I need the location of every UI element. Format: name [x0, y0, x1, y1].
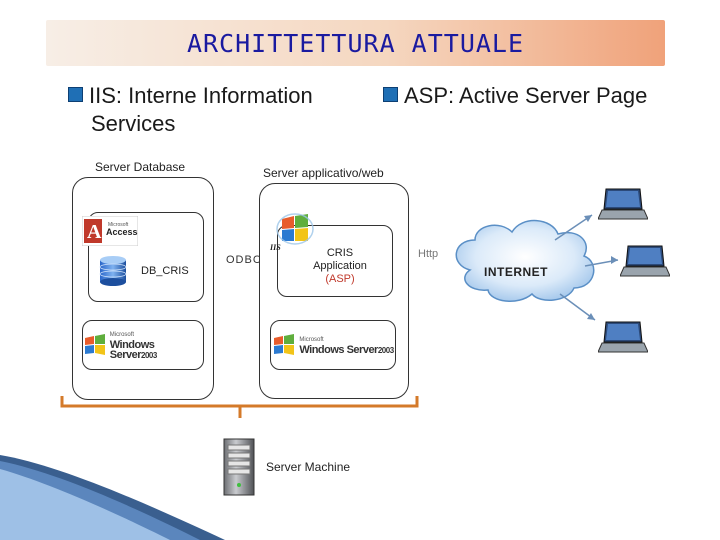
- grouping-bracket: [60, 396, 419, 418]
- link-line-top: [554, 214, 593, 241]
- windows-server-box-db: Microsoft Windows Server2003: [82, 320, 204, 370]
- bullet-iis: IIS: Interne Information Services: [68, 82, 313, 138]
- internet-label: INTERNET: [484, 265, 548, 279]
- bullet-asp: ASP: Active Server Page: [383, 82, 647, 110]
- bullet-square-icon: [68, 86, 83, 102]
- laptop-icon: [620, 245, 670, 277]
- windows-flag-icon: [85, 334, 105, 355]
- win-year: 2003: [141, 350, 157, 360]
- decorative-swoosh: [0, 455, 225, 540]
- access-logo-icon: A: [81, 215, 139, 247]
- iis-logo: IIS: [268, 213, 320, 255]
- cris-app-line3: (ASP): [325, 273, 355, 285]
- svg-text:A: A: [87, 221, 102, 243]
- internet-network-diagram: [455, 214, 619, 321]
- win-server-text: Windows Server: [299, 343, 378, 356]
- iis-logo-text: IIS: [270, 243, 281, 252]
- win-brand: Microsoft: [299, 336, 324, 343]
- http-label: Http: [418, 248, 439, 260]
- title-bar: ARCHITTETTURA ATTUALE: [46, 20, 665, 66]
- bullet-iis-line1: IIS: Interne Information: [89, 83, 313, 108]
- win-brand: Microsoft: [109, 331, 135, 338]
- server-app-label: Server applicativo/web: [263, 166, 384, 180]
- link-line-bottom: [559, 293, 596, 321]
- cris-app-line2: Application: [313, 260, 367, 272]
- database-cylinder-icon: [99, 256, 127, 286]
- bullet-square-icon: [383, 86, 398, 102]
- iis-logo-icon: [276, 213, 314, 245]
- slide-title: ARCHITTETTURA ATTUALE: [186, 28, 525, 58]
- windows-server-box-app: Microsoft Windows Server2003: [270, 320, 396, 370]
- access-logo: A Microsoft Access: [81, 215, 139, 247]
- odbc-label: ODBC: [226, 254, 262, 266]
- bullet-iis-line2: Services: [91, 111, 176, 136]
- windows-flag-icon: [274, 334, 295, 355]
- laptop-icon: [598, 321, 648, 353]
- access-name: Access: [106, 227, 138, 237]
- cris-app-line1: CRIS: [326, 247, 354, 259]
- cris-application: CRIS Application (ASP): [308, 247, 372, 286]
- cloud-icon: [455, 219, 595, 302]
- win-year: 2003: [377, 345, 394, 355]
- server-database-label: Server Database: [95, 160, 186, 174]
- access-brand: Microsoft: [108, 222, 129, 228]
- laptop-icon: [598, 188, 648, 220]
- db-cris-label: DB_CRIS: [141, 265, 189, 277]
- bullet-asp-text: ASP: Active Server Page: [404, 83, 648, 108]
- server-machine-label: Server Machine: [266, 460, 351, 474]
- server-tower-icon: [223, 438, 255, 496]
- win-server-text: Windows Server: [109, 338, 155, 361]
